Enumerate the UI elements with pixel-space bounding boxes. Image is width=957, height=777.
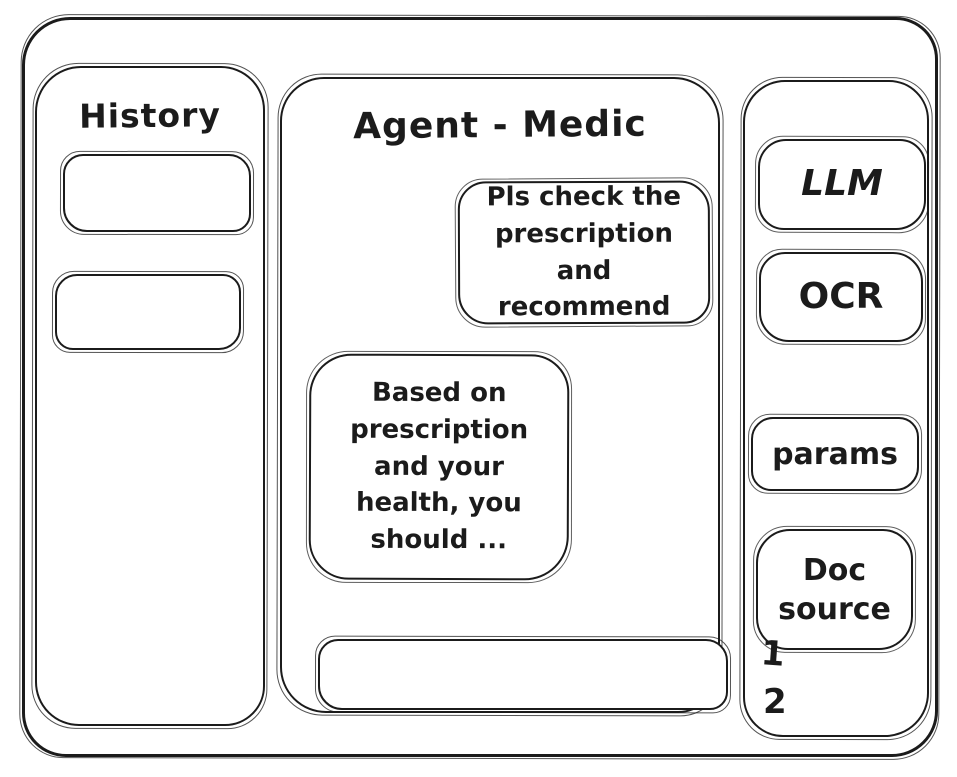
params-button[interactable]: params bbox=[751, 417, 919, 491]
chat-panel: Agent - Medic Pls check the prescription… bbox=[280, 77, 728, 713]
history-panel: History bbox=[35, 66, 265, 726]
app-window: History Agent - Medic Pls check the pres… bbox=[22, 17, 938, 757]
llm-button[interactable]: LLM bbox=[758, 139, 926, 230]
user-message-bubble: Pls check the prescription and recommend bbox=[457, 180, 711, 325]
doc-source-item-2[interactable]: 2 bbox=[763, 682, 787, 722]
doc-source-button[interactable]: Doc source bbox=[756, 529, 913, 650]
doc-source-item-1[interactable]: 1 bbox=[759, 633, 787, 675]
message-input[interactable] bbox=[320, 641, 726, 708]
history-item[interactable] bbox=[55, 274, 241, 350]
ocr-button[interactable]: OCR bbox=[759, 252, 923, 342]
history-item[interactable] bbox=[63, 154, 251, 232]
history-title: History bbox=[78, 95, 222, 136]
tools-panel: LLM OCR params Doc source 1 2 bbox=[743, 80, 929, 737]
chat-title: Agent - Medic bbox=[353, 103, 647, 148]
assistant-message-bubble: Based on prescription and your health, y… bbox=[308, 353, 570, 581]
message-input-box[interactable] bbox=[318, 639, 728, 710]
